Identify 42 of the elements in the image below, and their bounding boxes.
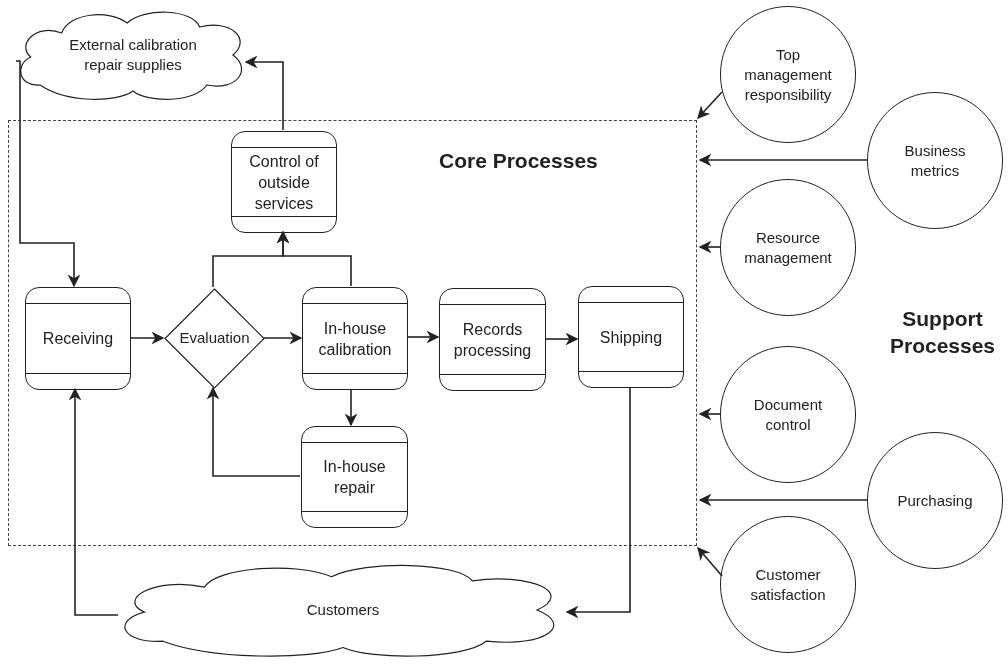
arrow [244, 55, 284, 131]
node-label: In-house calibration [317, 318, 393, 360]
arrow [544, 332, 579, 346]
arrow [698, 493, 868, 507]
node-label: Control of outside services [248, 151, 320, 214]
arrow [206, 386, 301, 477]
node-label: Purchasing [897, 490, 973, 511]
process-box [25, 287, 131, 390]
arrow [698, 240, 721, 254]
arrow [698, 153, 868, 167]
node-label: Business metrics [903, 140, 967, 181]
group-heading: Support Processes [888, 306, 997, 359]
arrow [68, 387, 119, 616]
arrow [697, 91, 723, 119]
node-label: Records processing [452, 319, 533, 361]
arrow [129, 331, 165, 345]
node-label: Customers [305, 600, 381, 620]
node-label: Resource management [744, 227, 832, 268]
arrow [406, 330, 440, 344]
process-box [231, 131, 337, 233]
process-box [302, 287, 408, 390]
arrow [697, 547, 723, 577]
process-box [439, 288, 546, 391]
node-label: Receiving [41, 329, 115, 349]
arrow [698, 407, 722, 421]
node-label: Top management responsibility [744, 44, 832, 105]
dashed-boundary [8, 120, 697, 546]
arrow [344, 388, 358, 427]
arrow [15, 60, 81, 288]
node-label: In-house repair [322, 457, 387, 498]
node-label: Evaluation [179, 328, 250, 349]
node-label: Shipping [598, 327, 664, 348]
arrow [276, 230, 352, 287]
node-label: External calibration repair supplies [68, 35, 198, 75]
process-box [578, 286, 684, 388]
arrow [565, 386, 631, 619]
node-label: Core Processes [439, 148, 598, 174]
node-label: Document control [752, 394, 824, 435]
process-box [301, 426, 408, 528]
arrow [263, 331, 303, 345]
decision-diamond [164, 288, 265, 389]
node-label: Customer satisfaction [749, 564, 827, 605]
